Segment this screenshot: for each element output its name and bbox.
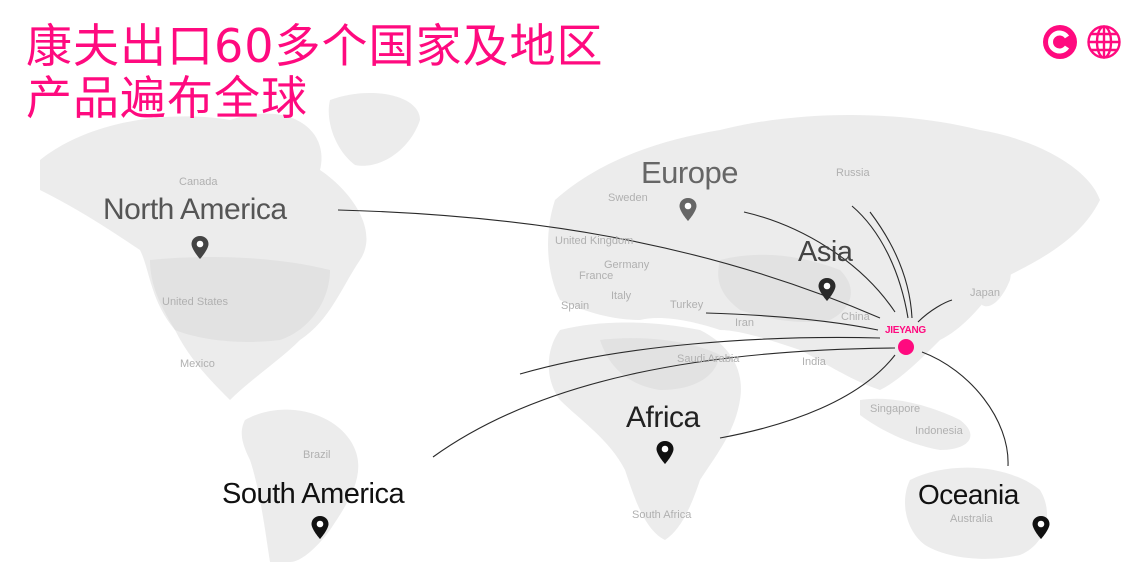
country-label-iran: Iran xyxy=(735,317,754,329)
header-icons xyxy=(1042,24,1122,60)
country-label-australia: Australia xyxy=(950,513,993,525)
page-title: 康夫出口60多个国家及地区 产品遍布全球 xyxy=(26,20,604,124)
route-russia-2 xyxy=(869,211,913,319)
route-oceania xyxy=(921,351,1009,467)
route-saudi xyxy=(519,336,881,375)
country-label-italy: Italy xyxy=(611,290,632,302)
country-label-mexico: Mexico xyxy=(180,358,215,370)
hub-dot-jieyang[interactable] xyxy=(898,339,914,355)
route-europe xyxy=(743,211,896,313)
map-pin-icon-africa[interactable] xyxy=(655,440,675,466)
country-label-china: China xyxy=(841,311,870,323)
title-line-2: 产品遍布全球 xyxy=(26,71,308,125)
country-label-japan: Japan xyxy=(970,287,1000,299)
country-label-germany: Germany xyxy=(604,259,650,271)
map-pin-icon-north-america[interactable] xyxy=(190,235,210,261)
region-label-north-america: North America xyxy=(103,193,287,226)
map-pin-icon-oceania[interactable] xyxy=(1031,515,1051,541)
country-label-turkey: Turkey xyxy=(670,299,704,311)
hub-label-jieyang: JIEYANG xyxy=(885,325,926,336)
copyright-c-logo-icon[interactable] xyxy=(1042,24,1078,60)
map-pin-icon-asia[interactable] xyxy=(817,277,837,303)
country-label-sweden: Sweden xyxy=(608,192,648,204)
country-label-singapore: Singapore xyxy=(870,403,921,415)
country-label-brazil: Brazil xyxy=(303,449,331,461)
region-label-south-america: South America xyxy=(222,478,405,510)
country-label-united-states: United States xyxy=(162,296,229,308)
region-label-africa: Africa xyxy=(626,401,700,434)
country-label-canada: Canada xyxy=(179,176,218,188)
country-label-russia: Russia xyxy=(836,167,870,179)
route-turkey xyxy=(705,312,879,331)
route-north-america xyxy=(337,209,881,319)
region-label-asia: Asia xyxy=(798,236,853,268)
route-south-america xyxy=(432,347,896,458)
map-pin-icon-south-america[interactable] xyxy=(310,515,330,541)
country-label-france: France xyxy=(579,270,614,282)
country-label-india: India xyxy=(802,356,826,368)
title-line-1: 康夫出口60多个国家及地区 xyxy=(26,19,604,73)
map-pin-icon-europe[interactable] xyxy=(678,197,698,223)
region-label-oceania: Oceania xyxy=(918,479,1019,510)
country-label-indonesia: Indonesia xyxy=(915,425,963,437)
country-label-saudi-arabia: Saudi Arabia xyxy=(677,353,740,365)
region-label-europe: Europe xyxy=(641,155,738,190)
globe-icon[interactable] xyxy=(1086,24,1122,60)
route-japan xyxy=(917,299,953,323)
country-label-south-africa: South Africa xyxy=(632,509,692,521)
route-africa xyxy=(719,354,896,439)
route-russia xyxy=(851,205,909,319)
country-label-united-kingdom: United Kingdom xyxy=(555,235,634,247)
country-label-spain: Spain xyxy=(561,300,590,312)
